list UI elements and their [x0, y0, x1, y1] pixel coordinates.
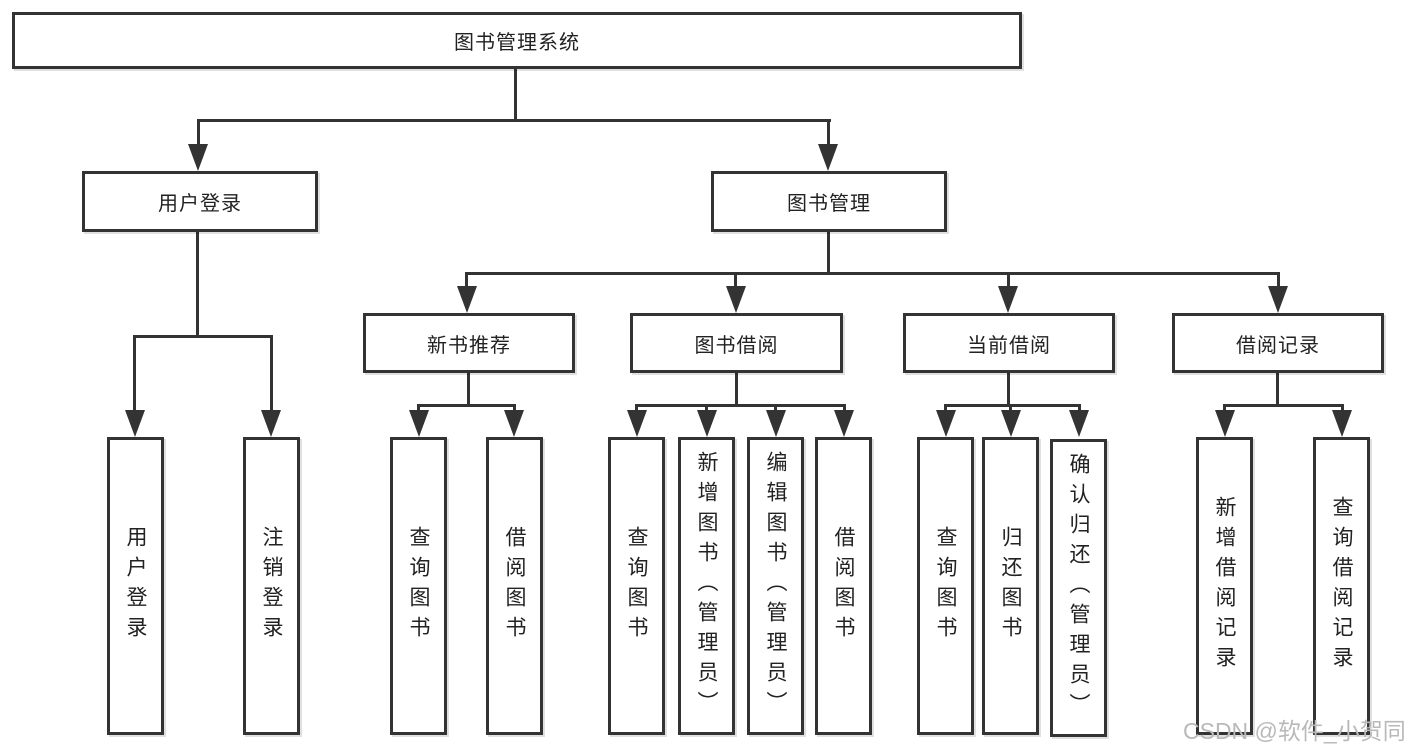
node-label: 注销登录	[260, 526, 283, 646]
node-book-management: 图书管理	[711, 171, 947, 232]
node-label: 新增借阅记录	[1213, 496, 1236, 676]
node-label: 查询图书	[625, 526, 648, 646]
node-label: 新增图书（管理员）	[695, 451, 718, 721]
node-root: 图书管理系统	[12, 12, 1022, 69]
arrow-down-icon	[818, 144, 838, 171]
connector-line	[827, 232, 830, 274]
node-query-books-current: 查询图书	[917, 437, 974, 735]
node-label: 查询图书	[407, 526, 430, 646]
node-confirm-return-admin: 确认归还（管理员）	[1050, 439, 1107, 737]
connector-line	[734, 272, 737, 290]
connector-line	[774, 404, 777, 414]
node-label: 用户登录	[124, 526, 147, 646]
connector-line	[1223, 404, 1344, 407]
arrow-down-icon	[457, 286, 477, 313]
connector-line	[735, 373, 738, 406]
connector-line	[635, 404, 638, 414]
connector-line	[635, 404, 846, 407]
node-user-login: 用户登录	[82, 171, 318, 232]
node-add-book-admin: 新增图书（管理员）	[678, 437, 735, 735]
node-query-borrow-record: 查询借阅记录	[1313, 437, 1370, 735]
connector-line	[513, 404, 516, 414]
node-label: 当前借阅	[967, 334, 1051, 357]
arrow-down-icon	[1332, 410, 1352, 437]
arrow-down-icon	[1268, 286, 1288, 313]
connector-line	[1007, 373, 1010, 406]
connector-line	[827, 119, 830, 149]
connector-line	[467, 373, 470, 406]
node-root-label: 图书管理系统	[454, 32, 580, 54]
connector-line	[133, 335, 273, 338]
connector-line	[705, 404, 708, 414]
connector-line	[1009, 404, 1012, 414]
node-current-borrow: 当前借阅	[903, 313, 1115, 373]
node-label: 用户登录	[158, 193, 242, 215]
arrow-down-icon	[627, 410, 647, 437]
node-label: 确认归还（管理员）	[1067, 453, 1090, 723]
node-logout: 注销登录	[243, 437, 300, 735]
node-add-borrow-record: 新增借阅记录	[1196, 437, 1253, 735]
connector-line	[843, 404, 846, 414]
node-borrow-books-recommend: 借阅图书	[486, 437, 543, 735]
node-label: 编辑图书（管理员）	[764, 451, 787, 721]
watermark: CSDN @软件_小贺同学	[1183, 718, 1405, 744]
node-borrow-books: 借阅图书	[815, 437, 872, 735]
node-label: 图书借阅	[694, 334, 779, 357]
node-edit-book-admin: 编辑图书（管理员）	[747, 437, 804, 735]
node-label: 图书管理	[787, 193, 871, 215]
arrow-down-icon	[697, 410, 717, 437]
connector-line	[417, 404, 516, 407]
node-borrow-record: 借阅记录	[1172, 313, 1384, 373]
node-book-borrow: 图书借阅	[630, 313, 843, 373]
connector-line	[944, 404, 947, 414]
node-label: 借阅图书	[503, 526, 526, 646]
arrow-down-icon	[726, 286, 746, 313]
connector-line	[944, 404, 1081, 407]
node-new-book-recommend: 新书推荐	[363, 313, 575, 373]
node-label: 新书推荐	[427, 334, 511, 357]
connector-line	[1223, 404, 1226, 414]
node-label: 查询图书	[934, 526, 957, 646]
connector-line	[465, 272, 468, 290]
arrow-down-icon	[409, 410, 429, 437]
connector-line	[514, 69, 517, 121]
connector-line	[1276, 373, 1279, 406]
arrow-down-icon	[1215, 410, 1235, 437]
arrow-down-icon	[998, 286, 1018, 313]
arrow-down-icon	[766, 410, 786, 437]
node-user-login-leaf: 用户登录	[107, 437, 164, 735]
connector-line	[417, 404, 420, 414]
arrow-down-icon	[261, 410, 281, 437]
connector-line	[465, 272, 1280, 275]
node-label: 借阅图书	[832, 526, 855, 646]
node-query-books-recommend: 查询图书	[390, 437, 447, 735]
connector-line	[270, 335, 273, 415]
node-return-book: 归还图书	[982, 437, 1039, 735]
connector-line	[196, 232, 199, 337]
connector-line	[1007, 272, 1010, 290]
connector-line	[1277, 272, 1280, 290]
node-label: 查询借阅记录	[1330, 496, 1353, 676]
node-label: 借阅记录	[1236, 334, 1320, 357]
connector-line	[1078, 404, 1081, 414]
connector-line	[1341, 404, 1344, 414]
arrow-down-icon	[504, 410, 524, 437]
node-query-books-borrow: 查询图书	[608, 437, 665, 735]
node-label: 归还图书	[999, 526, 1022, 646]
connector-line	[197, 119, 831, 122]
arrow-down-icon	[834, 410, 854, 437]
arrow-down-icon	[1069, 410, 1089, 437]
arrow-down-icon	[1001, 410, 1021, 437]
arrow-down-icon	[188, 144, 208, 171]
connector-line	[133, 335, 136, 415]
arrow-down-icon	[936, 410, 956, 437]
connector-line	[197, 119, 200, 149]
arrow-down-icon	[125, 410, 145, 437]
